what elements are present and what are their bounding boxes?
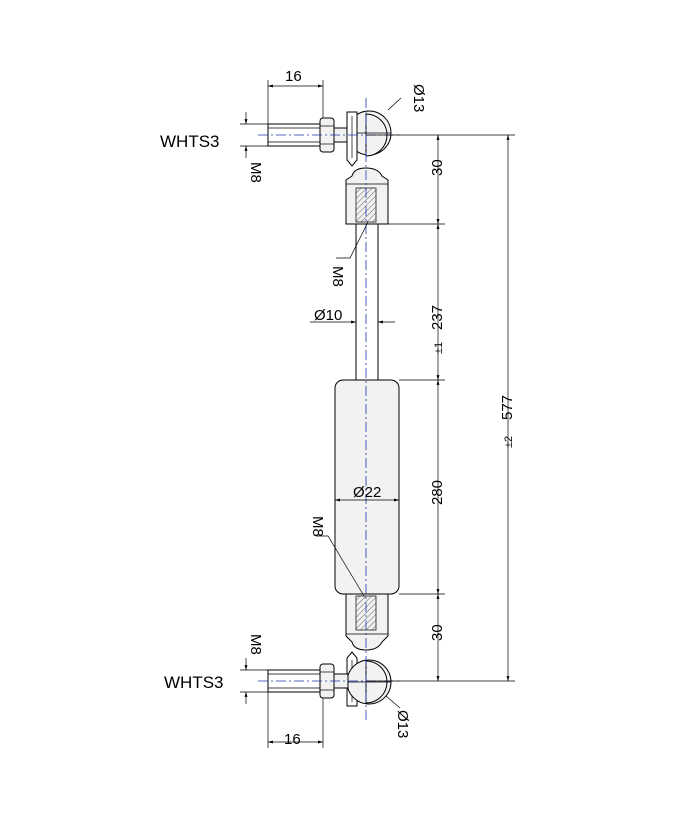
top-thread-dimension: M8 [247, 162, 264, 183]
top-thread-length-dimension: 16 [285, 68, 302, 85]
piston-rod [355, 223, 379, 381]
top-rod-end [345, 167, 389, 225]
bottom-ball-dimension: Ø13 [394, 710, 411, 738]
labels: WHTS3 WHTS3 16 16 M8 M8 M8 M8 Ø13 Ø13 Ø1… [160, 68, 516, 748]
bottom-thread-length-dimension: 16 [284, 731, 301, 748]
body-diameter-dimension: Ø22 [353, 484, 381, 501]
stroke-tolerance: ±1 [433, 342, 445, 354]
stroke-dimension: 237 [429, 305, 446, 330]
top-ball-socket [346, 110, 392, 157]
overall-tolerance: ±2 [503, 436, 515, 448]
bottom-end-fitting-label: WHTS3 [164, 673, 224, 692]
top-ball-dimension: Ø13 [410, 84, 427, 112]
bottom-thread-dimension: M8 [247, 634, 264, 655]
top-end-fitting-label: WHTS3 [160, 132, 220, 151]
overall-length-dimension: 577 [499, 395, 516, 420]
bottom-fitting-length-dimension: 30 [429, 624, 446, 641]
rod-diameter-dimension: Ø10 [314, 307, 342, 324]
bottom-ball-socket [346, 659, 392, 705]
center-lines [258, 98, 400, 720]
extension-lines [240, 80, 515, 748]
top-fitting-length-dimension: 30 [429, 159, 446, 176]
rod-thread-dimension: M8 [329, 266, 346, 287]
body-thread-dimension: M8 [309, 516, 326, 537]
body-length-dimension: 280 [429, 480, 446, 505]
dimension-lines [244, 84, 510, 744]
top-bracket [346, 111, 358, 167]
bottom-rod-end [345, 593, 389, 651]
